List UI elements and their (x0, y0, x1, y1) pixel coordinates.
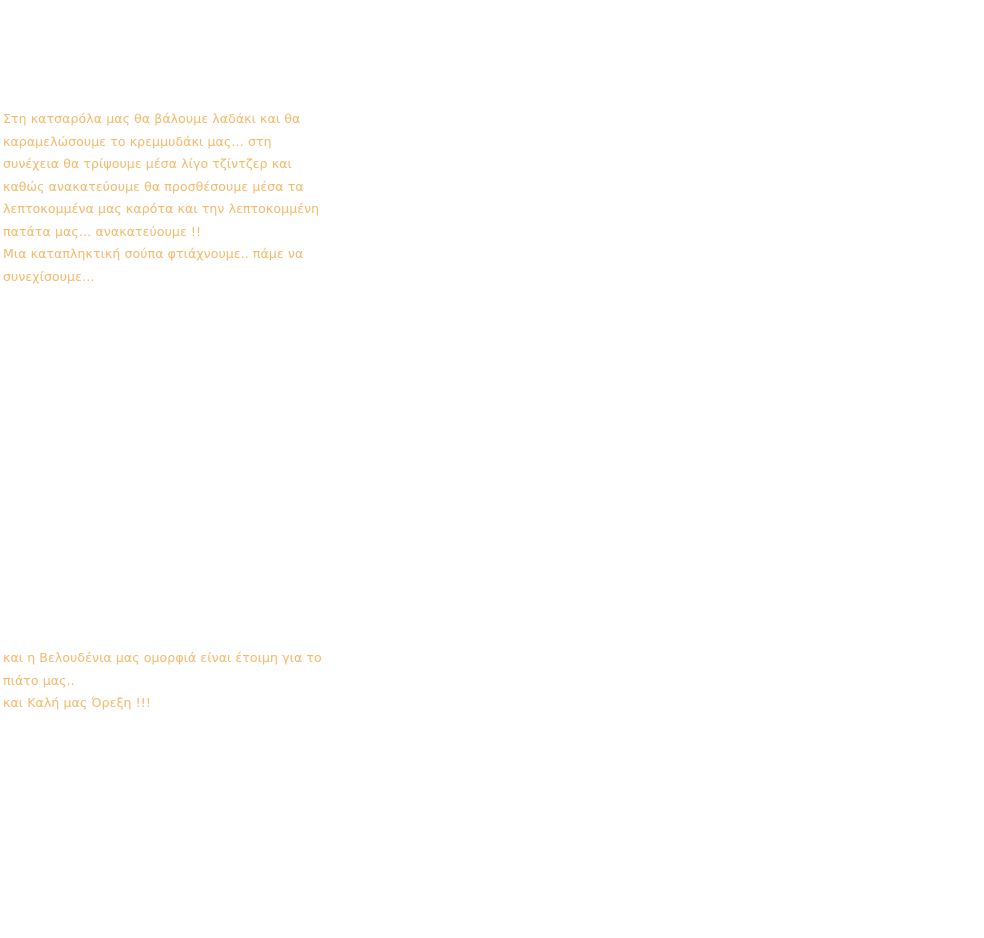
recipe-step-paragraph: Στη κατσαρόλα μας θα βάλουμε λαδάκι και … (3, 111, 320, 239)
recipe-step-paragraph: Μια καταπληκτική σούπα φτιάχνουμε.. πάμε… (3, 246, 304, 284)
recipe-step-text-block: Στη κατσαρόλα μας θα βάλουμε λαδάκι και … (3, 108, 323, 288)
recipe-closing-paragraph: και η Βελουδένια μας ομορφιά είναι έτοιμ… (3, 650, 322, 688)
recipe-closing-paragraph: και Καλή μας Όρεξη !!! (3, 695, 151, 710)
recipe-closing-text-block: και η Βελουδένια μας ομορφιά είναι έτοιμ… (3, 647, 323, 715)
